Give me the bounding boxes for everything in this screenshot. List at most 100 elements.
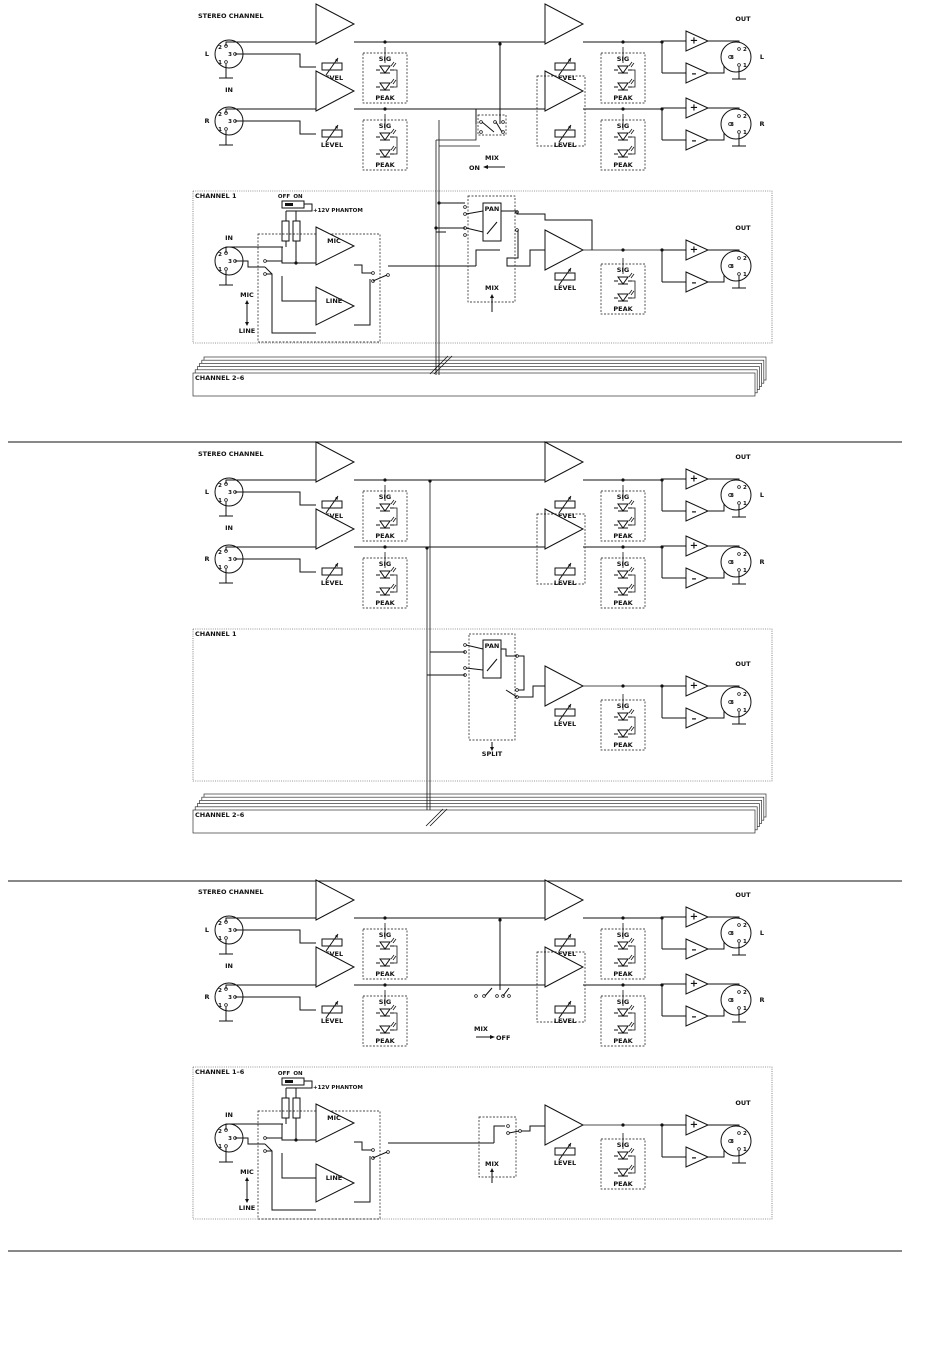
wire	[390, 583, 395, 589]
switch-contact	[263, 259, 267, 263]
wire	[235, 53, 316, 68]
plus-sign: +	[690, 245, 698, 256]
wire	[325, 495, 339, 514]
out-label: OUT	[735, 1099, 751, 1107]
level-label: LEVEL	[554, 579, 576, 587]
line-switch-label: LINE	[239, 327, 255, 335]
switch-contact	[737, 63, 741, 67]
potentiometer	[554, 708, 576, 717]
junction-dot	[498, 42, 502, 46]
wire	[628, 145, 633, 151]
wire	[235, 120, 316, 135]
wire	[628, 708, 633, 714]
wire	[558, 933, 572, 952]
potentiometer	[321, 1005, 343, 1014]
down-arrow	[245, 1199, 249, 1203]
wire	[632, 716, 636, 735]
wire	[630, 79, 635, 85]
minus-sign: –	[692, 714, 697, 725]
switch-contact	[728, 493, 732, 497]
level-label: LEVEL	[554, 284, 576, 292]
amplifier	[315, 3, 356, 45]
switch-contact	[463, 212, 467, 216]
led-diode	[617, 132, 629, 141]
switch-contact	[737, 501, 741, 505]
pin-number: 1	[218, 127, 222, 133]
wire	[558, 495, 572, 514]
line-switch-label: LINE	[239, 1204, 255, 1212]
minus-sign: –	[692, 136, 697, 147]
led-diode	[379, 503, 391, 512]
level-label: LEVEL	[554, 950, 576, 958]
wire	[225, 108, 316, 113]
pin-number: 2	[743, 1131, 747, 1137]
channel-1-label: CHANNEL 1	[195, 630, 237, 638]
wire	[493, 1125, 505, 1143]
junction-dot	[383, 107, 387, 111]
wire	[475, 249, 500, 266]
wire	[630, 1022, 635, 1028]
switch-contact	[518, 1129, 522, 1133]
wire	[225, 1123, 283, 1130]
junction-dot	[383, 478, 387, 482]
channels-2-6-stack	[192, 356, 767, 397]
up-arrow	[490, 1168, 494, 1172]
wire	[225, 479, 316, 484]
wire	[266, 1150, 316, 1211]
link-box	[536, 75, 586, 147]
led-diode	[379, 941, 391, 950]
switch-contact	[463, 666, 467, 670]
wire	[628, 516, 633, 522]
switch-contact	[737, 568, 741, 572]
mix-state-label: MIX	[485, 154, 499, 162]
wiper-arrow	[335, 496, 338, 500]
pan-label: PAN	[485, 642, 500, 650]
input-side-label: L	[205, 926, 209, 934]
channel-1-label: CHANNEL 1	[195, 192, 237, 200]
in-label: IN	[225, 524, 233, 532]
wire	[628, 128, 633, 134]
wiper-arrow	[568, 125, 571, 129]
switch-contact	[474, 994, 478, 998]
amplifier	[685, 567, 710, 589]
pin-number: 1	[743, 1147, 747, 1153]
wire	[392, 584, 397, 590]
switch-contact	[737, 923, 741, 927]
amplifier	[544, 946, 585, 988]
switch-contact	[737, 1131, 741, 1135]
pin-number: 1	[743, 501, 747, 507]
plus-sign: +	[690, 541, 698, 552]
pin-number: 3	[730, 122, 734, 128]
switch-contact	[386, 1150, 390, 1154]
peak-label: PEAK	[613, 94, 633, 102]
led-diode	[617, 587, 629, 596]
led-diode	[617, 276, 629, 285]
amplifier	[544, 1104, 585, 1146]
stereo-channel-title: STEREO CHANNEL	[198, 450, 264, 458]
line-label: LINE	[326, 297, 342, 305]
wire	[394, 1012, 398, 1031]
potentiometer	[321, 567, 343, 576]
wire	[266, 247, 283, 262]
wiper-arrow	[568, 704, 571, 708]
right-arrow	[490, 1035, 495, 1039]
plus-sign: +	[690, 1120, 698, 1131]
wire	[502, 987, 510, 997]
wire	[632, 507, 636, 526]
pin-number: 3	[730, 931, 734, 937]
pin-number: 3	[730, 55, 734, 61]
wiper-arrow	[568, 934, 571, 938]
wire	[392, 1005, 397, 1011]
led-diode	[617, 520, 629, 529]
switch-contact	[224, 127, 228, 131]
pin-number: 3	[228, 119, 232, 125]
junction-dot	[383, 983, 387, 987]
stereo-channel-title: STEREO CHANNEL	[198, 12, 264, 20]
switch-contact	[737, 1006, 741, 1010]
wire	[354, 1156, 371, 1203]
